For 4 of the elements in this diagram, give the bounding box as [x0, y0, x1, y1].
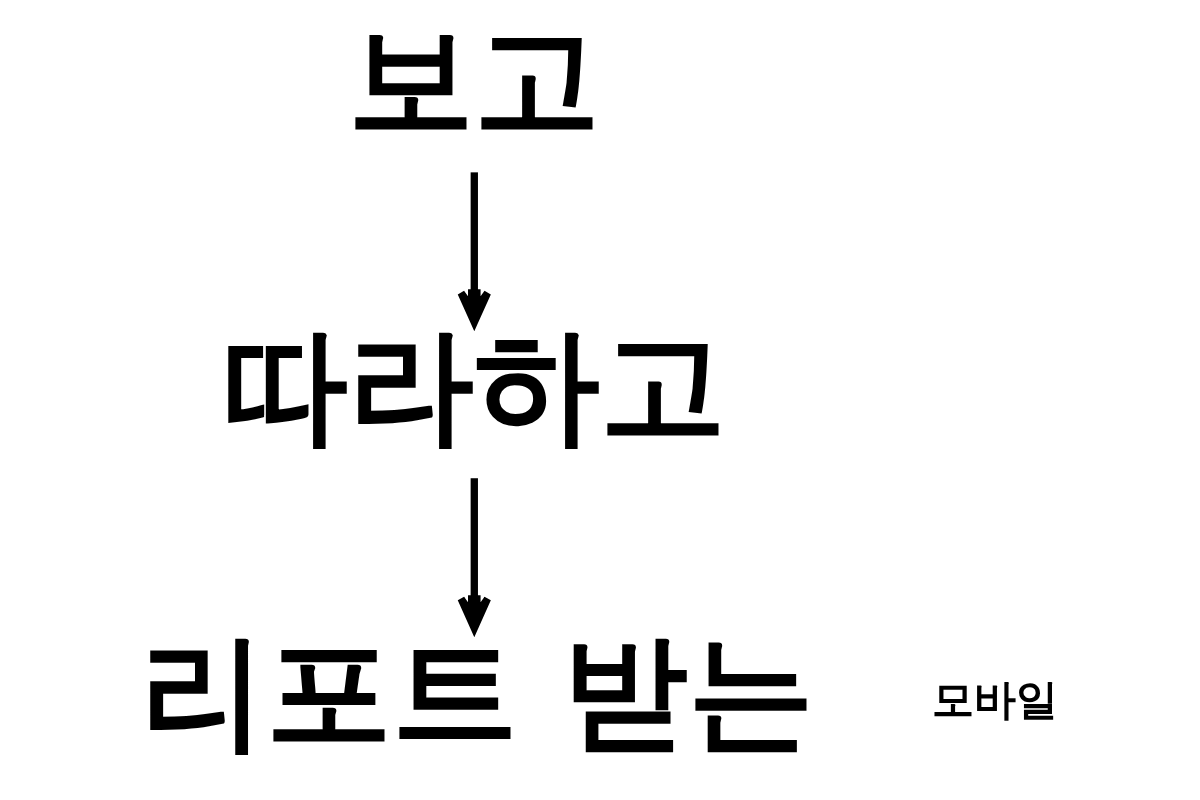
node-text: 리포트 받는: [140, 618, 814, 766]
node-text: 따라하고: [221, 312, 726, 460]
node-text: 보고: [347, 6, 600, 154]
label: 모바일: [932, 675, 1059, 725]
